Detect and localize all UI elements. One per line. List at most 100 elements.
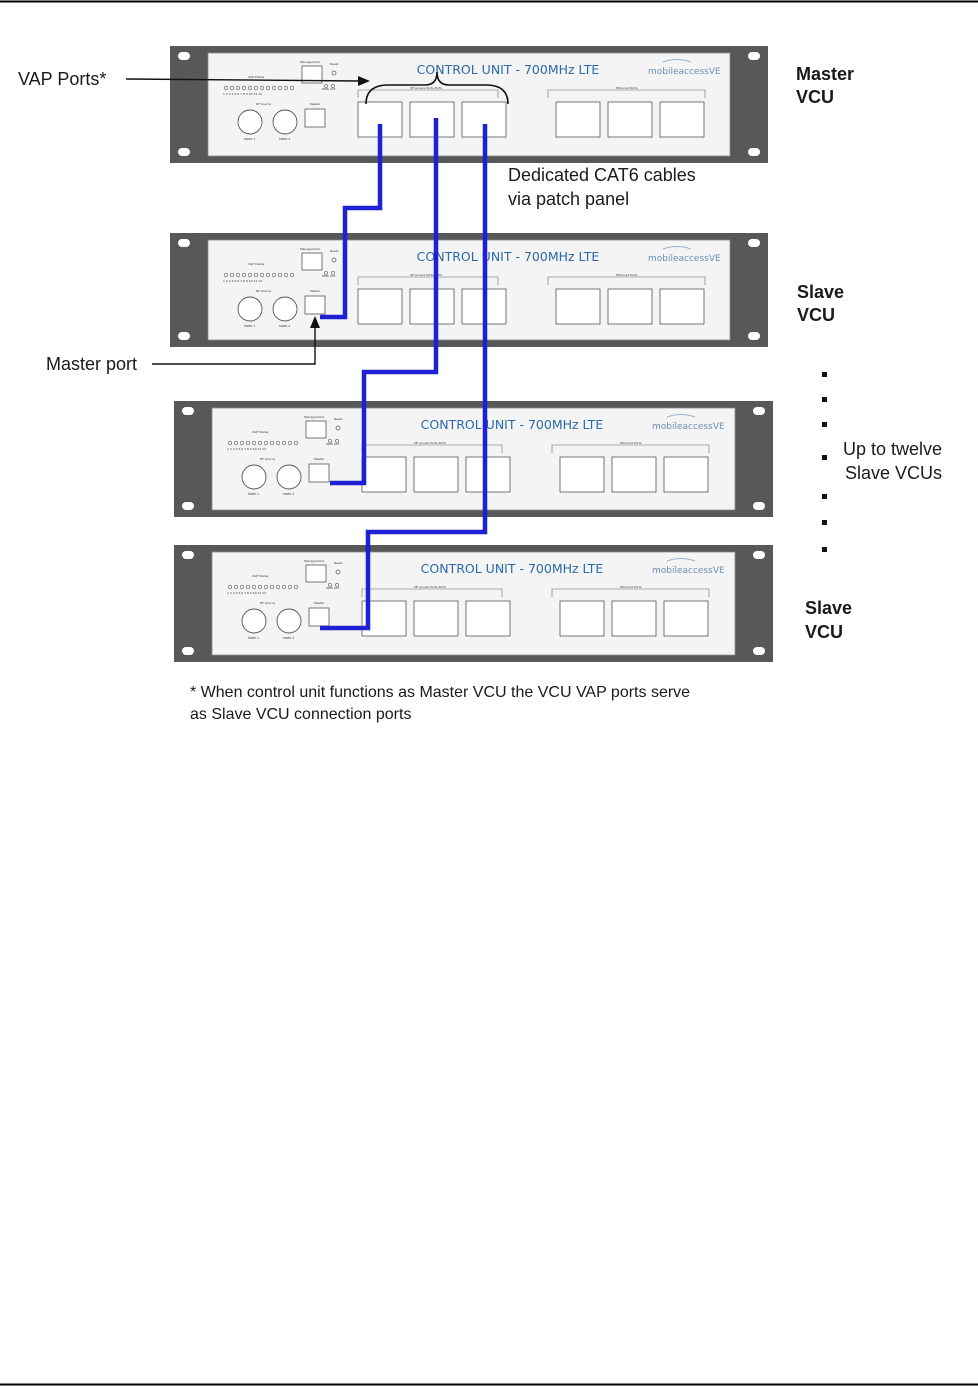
- vap-ports-arrowhead: [358, 76, 370, 86]
- mounting-hole: [753, 647, 765, 655]
- cable-3: [320, 124, 488, 631]
- management-label: Management: [304, 415, 325, 419]
- vap-status-led: [293, 440, 299, 446]
- vap-status-led: [283, 272, 289, 278]
- management-label: Management: [304, 559, 325, 563]
- rf-source-label: RF Source: [256, 289, 271, 293]
- vap-status-led: [259, 85, 265, 91]
- mounting-hole: [178, 148, 190, 156]
- ve-access-ports-label: VE Access Ports Ports: [410, 273, 443, 277]
- ethernet-port: [559, 600, 605, 637]
- reset-label: Reset: [334, 561, 343, 565]
- ethernet-port: [555, 288, 601, 325]
- vap-status-led: [289, 272, 295, 278]
- ve-access-ports-label: VE Access Ports Ports: [414, 441, 447, 445]
- vap-status-led: [257, 440, 263, 446]
- vap-status-led: [253, 85, 259, 91]
- brand-logo: mobileaccessVE: [648, 67, 721, 77]
- reset-label: Reset: [334, 417, 343, 421]
- footnote-line1: * When control unit functions as Master …: [190, 684, 690, 701]
- pwr-led: [328, 583, 332, 587]
- mimo2-connector: [276, 464, 302, 490]
- ethernet-port: [559, 456, 605, 493]
- ethernet-port: [607, 101, 653, 138]
- vap-status-led: [287, 584, 293, 590]
- mounting-hole: [182, 502, 194, 510]
- mimo1-label: MIMO 1: [244, 137, 255, 141]
- mounting-hole: [182, 647, 194, 655]
- led-numbers: 1 2 3 4 5 6 7 8 9 10 11 12: [223, 92, 262, 96]
- pwr-led: [328, 439, 332, 443]
- vap-port: [413, 456, 459, 493]
- cable-1: [320, 124, 383, 320]
- ethernet-port: [611, 456, 657, 493]
- bullet: [822, 422, 827, 427]
- mimo1-label: MIMO 1: [248, 636, 259, 640]
- vap-status-led: [265, 272, 271, 278]
- footnote-line2: as Slave VCU connection ports: [190, 706, 411, 723]
- mounting-hole: [178, 239, 190, 247]
- mounting-hole: [748, 332, 760, 340]
- master-label: Master: [314, 601, 325, 605]
- act-led: [331, 84, 335, 88]
- vap-status-led: [233, 440, 239, 446]
- vap-status-led: [251, 584, 257, 590]
- vap-status-led: [293, 584, 299, 590]
- vap-status-led: [235, 272, 241, 278]
- mimo2-label: MIMO 2: [283, 636, 294, 640]
- mounting-hole: [178, 332, 190, 340]
- mounting-hole: [748, 239, 760, 247]
- mimo1-label: MIMO 1: [244, 324, 255, 328]
- vap-status-led: [269, 584, 275, 590]
- role-labels: Master VCU Slave VCU Slave VCU: [796, 64, 854, 642]
- ethernet-port: [607, 288, 653, 325]
- management-label: Management: [300, 247, 321, 251]
- vap-status-led: [241, 85, 247, 91]
- master-port: [308, 463, 330, 483]
- mounting-hole: [753, 502, 765, 510]
- unit-title: CONTROL UNIT - 700MHz LTE: [421, 417, 604, 432]
- cables-label-line1: Dedicated CAT6 cables: [508, 165, 696, 185]
- unit-4-role-line1: Slave: [805, 598, 852, 618]
- vap-status-label: VAP Status: [252, 574, 269, 578]
- rf-source-label: RF Source: [260, 457, 275, 461]
- up-to-twelve-line2: Slave VCUs: [845, 463, 942, 483]
- master-label: Master: [310, 289, 321, 293]
- vap-status-led: [287, 440, 293, 446]
- bullet: [822, 547, 827, 552]
- mimo1-connector: [237, 296, 263, 322]
- mimo1-label: MIMO 1: [248, 492, 259, 496]
- brand-swoosh: [666, 414, 696, 418]
- ethernet-ports-label: Ethernet Ports: [620, 585, 642, 589]
- cat6-cables: [320, 118, 488, 631]
- ethernet-port: [555, 101, 601, 138]
- mounting-hole: [753, 407, 765, 415]
- ethernet-port: [663, 600, 709, 637]
- vap-port: [465, 600, 511, 637]
- reset-label: Reset: [330, 249, 339, 253]
- master-port-arrowhead: [310, 316, 320, 328]
- vap-status-label: VAP Status: [248, 75, 265, 79]
- management-port: [305, 420, 327, 439]
- mounting-hole: [182, 551, 194, 559]
- rf-source-label: RF Source: [260, 601, 275, 605]
- mimo2-label: MIMO 2: [279, 137, 290, 141]
- management-port: [305, 564, 327, 583]
- vap-status-led: [271, 272, 277, 278]
- mimo2-connector: [276, 608, 302, 634]
- act-led: [335, 439, 339, 443]
- vap-status-led: [281, 440, 287, 446]
- vap-status-led: [223, 272, 229, 278]
- vap-status-led: [245, 440, 251, 446]
- vap-port: [465, 456, 511, 493]
- bullet: [822, 520, 827, 525]
- vap-status-led: [281, 584, 287, 590]
- reset-button: [335, 425, 341, 431]
- rf-source-label: RF Source: [256, 102, 271, 106]
- unit-title: CONTROL UNIT - 700MHz LTE: [417, 62, 600, 77]
- vap-status-led: [271, 85, 277, 91]
- act-led: [331, 271, 335, 275]
- ve-access-bracket: [357, 276, 499, 285]
- vap-status-led: [229, 85, 235, 91]
